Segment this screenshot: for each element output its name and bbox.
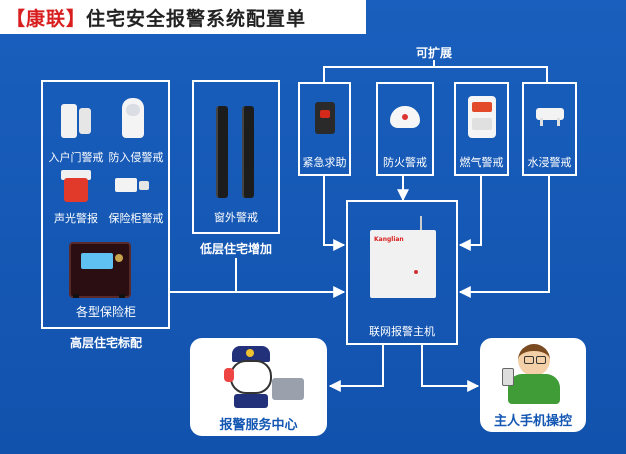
host-brand-mark: Kanglian (374, 236, 404, 243)
panel-fire: 防火警戒 (376, 82, 434, 176)
item-pir-label: 防入侵警戒 (108, 151, 164, 164)
link-water-to-host (458, 176, 550, 298)
gas-detector-icon (468, 96, 496, 138)
expand-label: 可扩展 (415, 46, 452, 60)
item-siren-label: 声光警报 (54, 212, 98, 225)
ext-fire-label: 防火警戒 (383, 156, 427, 169)
panel-emergency: 紧急求助 (298, 82, 351, 176)
link-gas-to-host (458, 176, 482, 251)
panel-water: 水浸警戒 (522, 82, 577, 176)
smoke-detector-icon (390, 106, 420, 128)
alarm-host-icon: Kanglian (370, 216, 436, 298)
title-main: 住宅安全报警系统配置单 (86, 7, 307, 30)
service-center-label: 报警服务中心 (219, 418, 298, 433)
service-center-card: 报警服务中心 (190, 338, 327, 436)
item-window-label: 窗外警戒 (214, 211, 258, 224)
ext-gas-label: 燃气警戒 (459, 156, 504, 169)
water-sensor-icon (536, 108, 564, 126)
ext-water-label: 水浸警戒 (527, 156, 572, 169)
title-bar: 【康联】住宅安全报警系统配置单 (0, 0, 366, 34)
host-label: 联网报警主机 (369, 325, 435, 338)
safe-sensor-icon (115, 178, 149, 192)
police-operator-icon (210, 346, 308, 408)
item-safe-sensor-label: 保险柜警戒 (108, 212, 164, 225)
panel-low-floor: 窗外警戒 (192, 80, 280, 234)
page-title: 【康联】住宅安全报警系统配置单 (0, 4, 306, 31)
beam-detector-icon (216, 106, 256, 198)
expand-bracket (323, 66, 548, 82)
owner-phone-card: 主人手机操控 (480, 338, 586, 432)
item-door-label: 入户门警戒 (48, 151, 104, 164)
pir-sensor-icon (122, 98, 144, 138)
panel-alarm-host: Kanglian 联网报警主机 (346, 200, 458, 345)
panic-button-icon (315, 102, 335, 134)
safe-icon (69, 242, 131, 298)
caption-high-floor: 高层住宅标配 (69, 336, 142, 350)
panel-high-floor: 入户门警戒 防入侵警戒 声光警报 保险柜警戒 各型保险柜 (41, 80, 170, 329)
item-safe-label: 各型保险柜 (75, 305, 136, 319)
door-sensor-icon (61, 104, 91, 138)
link-host-to-service (328, 345, 384, 392)
owner-phone-label: 主人手机操控 (493, 414, 572, 429)
caption-low-floor: 低层住宅增加 (199, 242, 272, 256)
panel-gas: 燃气警戒 (454, 82, 509, 176)
siren-icon (61, 170, 91, 202)
title-brand: 【康联】 (6, 7, 87, 30)
link-host-to-owner (421, 345, 480, 392)
ext-emergency-label: 紧急求助 (302, 156, 347, 169)
owner-avatar-icon (502, 344, 564, 406)
link-emergency-to-host (323, 176, 346, 251)
